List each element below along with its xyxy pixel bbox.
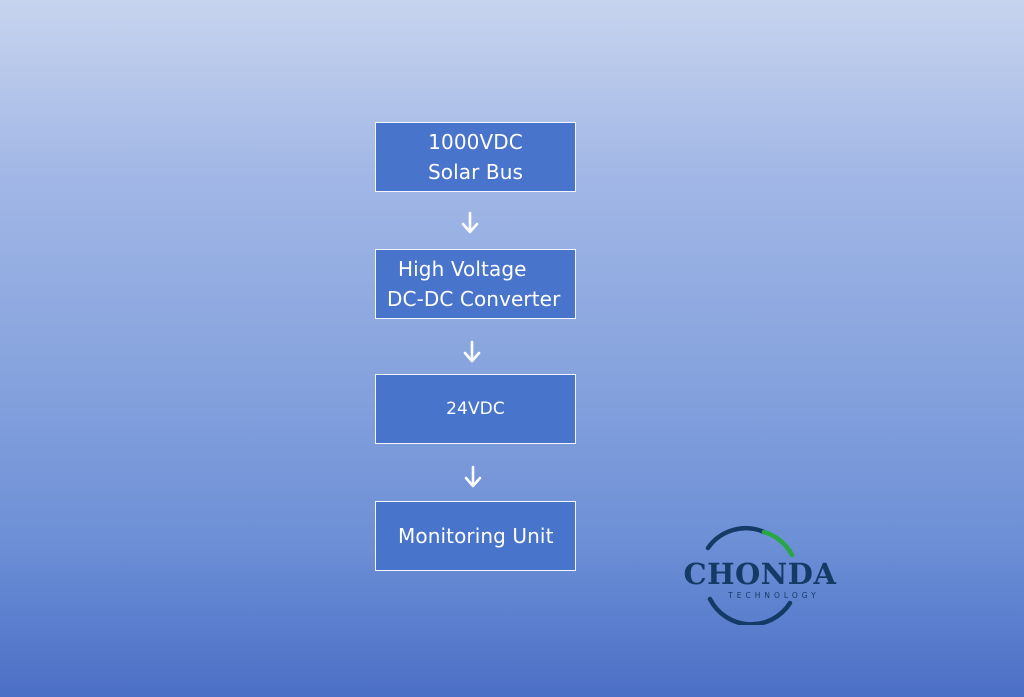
solar-bus-box: 1000VDC Solar Bus [375, 122, 576, 192]
arrow-down-icon [464, 465, 482, 488]
arrow-down-icon [463, 340, 481, 363]
monitoring-unit-box: Monitoring Unit [375, 501, 576, 571]
logo-brand-text: CHONDA [684, 557, 837, 591]
24vdc-box: 24VDC [375, 374, 576, 444]
chonda-logo: CHONDA TECHNOLOGY [684, 526, 837, 625]
monitoring-unit-label: Monitoring Unit [398, 524, 554, 548]
dc-dc-converter-label-line1: High Voltage [398, 257, 527, 281]
solar-bus-name-label: Solar Bus [427, 160, 524, 184]
dc-dc-converter-box: High Voltage DC-DC Converter [375, 249, 576, 319]
dc-dc-converter-label-line2: DC-DC Converter [387, 287, 561, 311]
solar-bus-voltage-label: 1000VDC [428, 130, 523, 154]
arrow-down-icon [461, 211, 479, 234]
logo-tagline-text: TECHNOLOGY [727, 591, 820, 600]
24vdc-label: 24VDC [446, 399, 505, 419]
